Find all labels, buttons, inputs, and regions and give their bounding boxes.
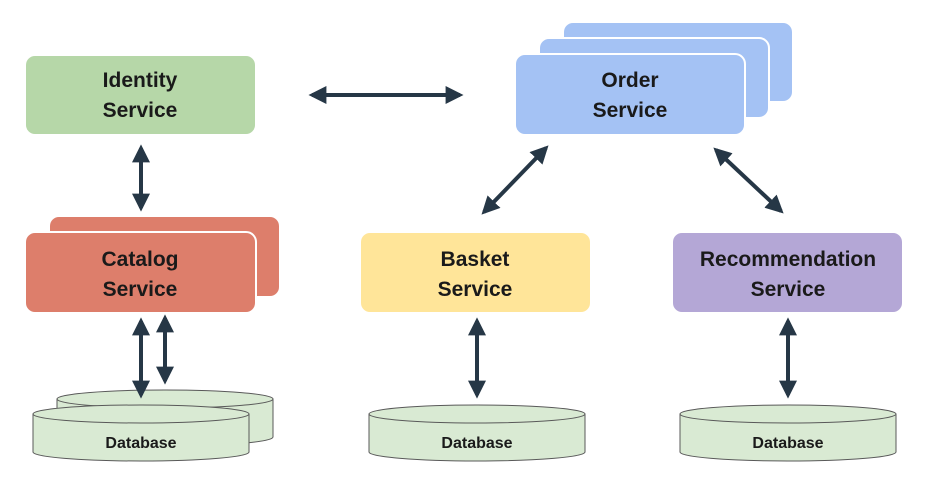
recommendation-database-label: Database: [752, 435, 823, 452]
catalog-database-label: Database: [105, 435, 176, 452]
identity-service: Identity Service: [24, 54, 257, 136]
recommendation-service-label-line1: Recommendation: [700, 248, 876, 271]
catalog-service-label-line2: Service: [103, 278, 178, 301]
recommendation-service-box: [671, 231, 904, 314]
catalog-service: Catalog Service: [24, 215, 281, 314]
basket-service-label-line2: Service: [438, 278, 513, 301]
basket-service: Basket Service: [359, 231, 592, 314]
order-service-box: [514, 53, 746, 136]
recommendation-database: Database: [679, 404, 897, 462]
order-service: Order Service: [514, 21, 794, 136]
basket-service-label-line1: Basket: [441, 248, 510, 271]
catalog-database: Database: [32, 389, 274, 462]
basket-service-box: [359, 231, 592, 314]
arrow-order-basket: [481, 145, 549, 215]
order-service-label-line1: Order: [601, 69, 658, 92]
identity-service-box: [24, 54, 257, 136]
catalog-service-box: [24, 231, 257, 314]
recommendation-service: Recommendation Service: [671, 231, 904, 314]
order-service-label-line2: Service: [593, 99, 668, 122]
recommendation-service-label-line2: Service: [751, 278, 826, 301]
basket-database: Database: [368, 404, 586, 462]
catalog-service-label-line1: Catalog: [101, 248, 178, 271]
arrow-order-recommendation: [713, 147, 784, 214]
catalog-database-cylinder: [32, 404, 250, 462]
identity-service-label-line1: Identity: [103, 69, 178, 92]
basket-database-label: Database: [441, 435, 512, 452]
identity-service-label-line2: Service: [103, 99, 178, 122]
